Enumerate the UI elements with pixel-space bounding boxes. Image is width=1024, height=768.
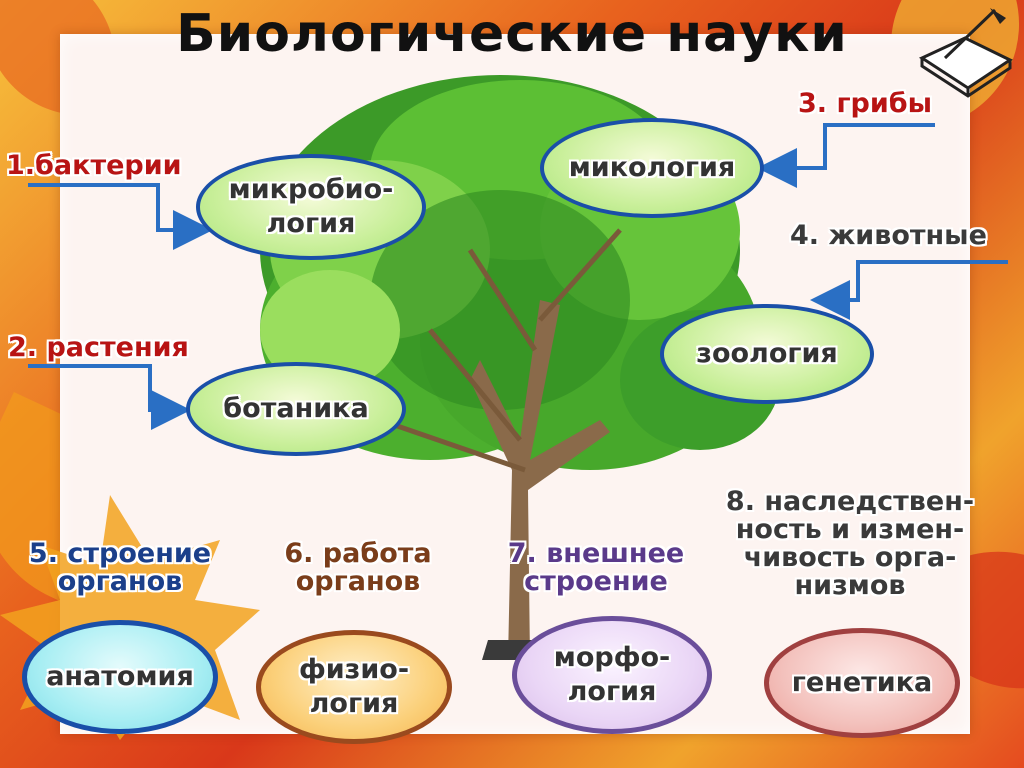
oval-genetics: генетика: [764, 628, 960, 738]
oval-microbiology: микробио- логия: [196, 154, 426, 260]
oval-anatomy: анатомия: [22, 620, 218, 734]
label-line: 5. строение: [28, 538, 212, 569]
connector-animals: [810, 260, 1008, 320]
oval-line: генетика: [791, 667, 933, 698]
label-organ-structure: 5. строение органов: [10, 540, 230, 596]
oval-physiology: физио- логия: [256, 630, 452, 744]
label-organ-function: 6. работа органов: [258, 540, 458, 596]
label-external-structure: 7. внешнее строение: [486, 540, 706, 596]
oval-mycology: микология: [540, 118, 764, 218]
page-title: Биологические науки: [176, 4, 848, 64]
oval-line: логия: [309, 688, 399, 719]
book-quill-icon: [918, 8, 1014, 98]
oval-botany: ботаника: [186, 362, 406, 456]
label-line: 7. внешнее: [507, 538, 685, 569]
connector-plants: [28, 364, 191, 430]
oval-line: микология: [568, 152, 736, 183]
oval-line: микробио-: [228, 174, 394, 205]
label-animals: 4. животные: [790, 220, 987, 251]
label-line: 6. работа: [284, 538, 432, 569]
oval-zoology: зоология: [660, 304, 874, 404]
label-line: низмов: [794, 570, 906, 601]
label-bacteria: 1.бактерии: [6, 150, 182, 181]
label-line: 8. наследствен-: [725, 486, 975, 517]
oval-line: морфо-: [553, 642, 671, 673]
oval-line: логия: [567, 676, 657, 707]
connector-fungi: [757, 123, 935, 188]
label-line: органов: [295, 566, 421, 597]
connector-bacteria: [28, 183, 213, 250]
oval-line: анатомия: [46, 661, 194, 692]
label-fungi: 3. грибы: [798, 88, 933, 119]
oval-morphology: морфо- логия: [512, 616, 712, 734]
oval-line: зоология: [696, 338, 838, 369]
label-line: строение: [524, 566, 668, 597]
label-line: чивость орга-: [743, 542, 957, 573]
label-heredity-variation: 8. наследствен- ность и измен- чивость о…: [700, 488, 1000, 600]
label-line: ность и измен-: [735, 514, 965, 545]
oval-line: ботаника: [223, 393, 369, 424]
label-line: органов: [57, 566, 183, 597]
oval-line: физио-: [298, 654, 410, 685]
oval-line: логия: [266, 208, 356, 239]
label-plants: 2. растения: [8, 332, 189, 363]
